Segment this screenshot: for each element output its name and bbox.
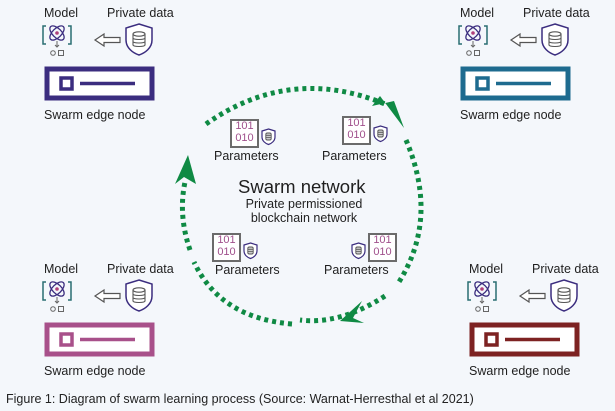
shield-database-icon: [125, 23, 153, 56]
arc-top: [204, 85, 386, 127]
shield-database-icon: [373, 125, 388, 143]
model-label: Model: [44, 6, 79, 20]
edge-node-bottom-right: Model Private data Swarm e: [465, 262, 615, 392]
model-icon: [42, 25, 72, 56]
model-label: Model: [44, 262, 79, 276]
binary-top: 101: [373, 234, 392, 246]
edge-node-box: [460, 66, 571, 101]
arrow-left-icon: [518, 288, 546, 304]
binary-data-icon: 101 010: [212, 233, 241, 262]
model-icon: [467, 281, 497, 312]
model-label: Model: [469, 262, 504, 276]
shield-database-icon: [125, 279, 153, 312]
model-icon: [42, 281, 72, 312]
private-data-label: Private data: [107, 262, 174, 276]
arrow-left-icon: [93, 32, 121, 48]
shield-database-icon: [261, 128, 276, 146]
parameters-label: Parameters: [324, 263, 389, 277]
model-data-icons: [42, 279, 153, 312]
private-data-label: Private data: [107, 6, 174, 20]
arc-right: [394, 139, 424, 287]
binary-top: 101: [217, 234, 236, 246]
binary-bottom: 010: [217, 245, 236, 258]
edge-node-box: [44, 66, 155, 101]
model-data-icons: [467, 279, 578, 312]
edge-node-label: Swarm edge node: [44, 108, 146, 122]
parameters-label: Parameters: [215, 263, 280, 277]
shield-database-icon: [243, 242, 258, 260]
binary-bottom: 010: [235, 131, 254, 144]
arrowhead-top-right: [372, 96, 404, 128]
binary-data-icon: 101 010: [230, 119, 259, 148]
edge-node-label: Swarm edge node: [44, 364, 146, 378]
edge-node-box: [44, 322, 155, 357]
arrow-left-icon: [509, 32, 537, 48]
parameters-label: Parameters: [322, 149, 387, 163]
edge-node-top-right: Model Private data Swarm e: [456, 6, 606, 136]
edge-node-label: Swarm edge node: [460, 108, 562, 122]
model-icon: [458, 25, 488, 56]
binary-top: 101: [235, 120, 254, 132]
edge-node-bottom-left: Model Private data Swarm e: [40, 262, 190, 392]
arc-left: [179, 181, 193, 251]
binary-data-icon: 101 010: [342, 116, 371, 145]
parameters-label: Parameters: [214, 149, 279, 163]
binary-bottom: 010: [373, 245, 392, 258]
arrowhead-bottom: [340, 301, 364, 323]
arrow-left-icon: [93, 288, 121, 304]
shield-database-icon: [541, 23, 569, 56]
private-data-label: Private data: [523, 6, 590, 20]
arc-bottom-right: [294, 296, 385, 321]
figure-caption: Figure 1: Diagram of swarm learning proc…: [6, 392, 474, 406]
shield-database-icon: [351, 242, 366, 260]
model-data-icons: [42, 23, 153, 56]
edge-node-top-left: Model Private data Swarm e: [40, 6, 190, 136]
network-subtitle-line2: blockchain network: [250, 211, 358, 225]
arrowhead-left: [175, 155, 196, 184]
private-data-label: Private data: [532, 262, 599, 276]
network-subtitle: Private permissioned blockchain network: [220, 197, 388, 225]
binary-bottom: 010: [347, 128, 366, 141]
binary-data-icon: 101 010: [368, 233, 397, 262]
binary-top: 101: [347, 117, 366, 129]
model-data-icons: [458, 23, 569, 56]
network-title: Swarm network: [238, 176, 366, 197]
edge-node-box: [469, 322, 580, 357]
model-label: Model: [460, 6, 495, 20]
network-subtitle-line1: Private permissioned: [245, 197, 363, 211]
edge-node-label: Swarm edge node: [469, 364, 571, 378]
shield-database-icon: [550, 279, 578, 312]
